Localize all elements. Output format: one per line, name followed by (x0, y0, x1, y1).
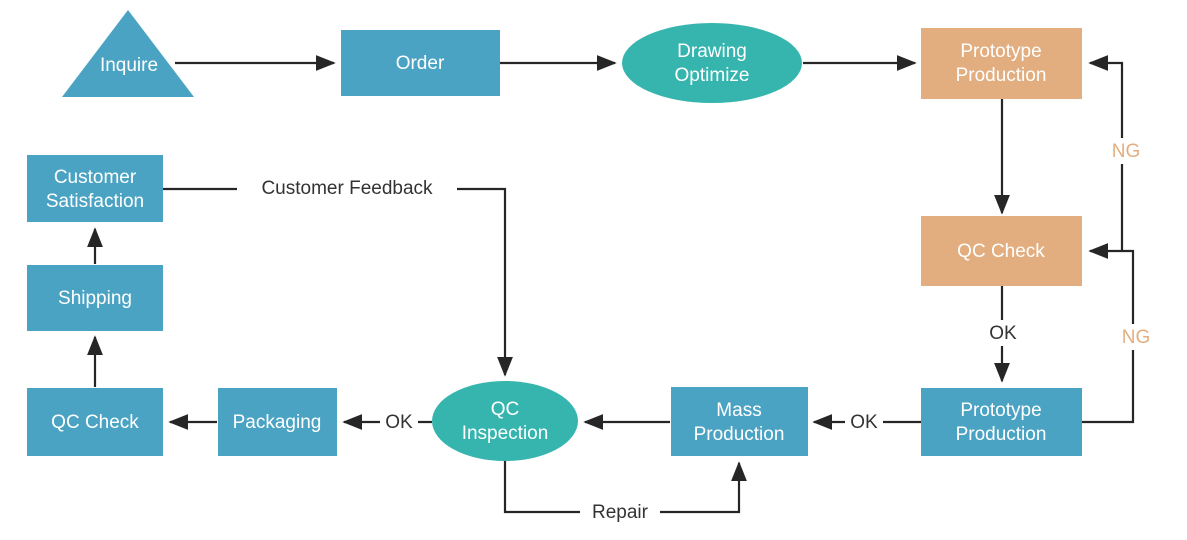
qc-check-right-rect-shape (921, 216, 1082, 286)
node-prototype-production-bottom[interactable]: Prototype Production (921, 388, 1082, 456)
edge-label-ng-top: NG (1112, 141, 1141, 162)
node-packaging[interactable]: Packaging (218, 388, 337, 456)
node-drawing-optimize[interactable]: Drawing Optimize (622, 23, 802, 103)
drawing-optimize-ellipse-shape (622, 23, 802, 103)
packaging-rect-shape (218, 388, 337, 456)
edge-label-ok-prototype-to-mass: OK (850, 412, 878, 433)
mask-ng-bottom (1118, 324, 1154, 350)
edge-label-customer-feedback: Customer Feedback (261, 178, 433, 199)
node-qc-inspection[interactable]: QC Inspection (432, 381, 578, 461)
edge-ng-qc-check-to-prototype-production-top (1088, 55, 1124, 251)
customer-satisfaction-rect-shape (27, 155, 163, 222)
node-order[interactable]: Order (341, 30, 500, 96)
edge-label-repair: Repair (592, 502, 649, 523)
node-customer-satisfaction[interactable]: Customer Satisfaction (27, 155, 163, 222)
mass-production-rect-shape (671, 387, 808, 456)
node-qc-check-right[interactable]: QC Check (921, 216, 1082, 286)
mask-ok-qc-inspection (380, 410, 418, 436)
mask-customer-feedback (237, 176, 457, 202)
order-rect-shape (341, 30, 500, 96)
mask-ng-top (1108, 138, 1144, 164)
prototype-production-top-rect-shape (921, 28, 1082, 99)
edge-label-ok-qc-inspection-to-packaging: OK (385, 412, 413, 433)
node-prototype-production-top[interactable]: Prototype Production (921, 28, 1082, 99)
qc-check-left-rect-shape (27, 388, 163, 456)
qc-inspection-ellipse-shape (432, 381, 578, 461)
node-qc-check-left[interactable]: QC Check (27, 388, 163, 456)
mask-ok-qc-check-right (985, 320, 1021, 346)
shipping-rect-shape (27, 265, 163, 331)
node-mass-production[interactable]: Mass Production (671, 387, 808, 456)
inquire-triangle-shape (62, 10, 194, 97)
mask-repair (580, 500, 660, 526)
node-shipping[interactable]: Shipping (27, 265, 163, 331)
prototype-production-bottom-rect-shape (921, 388, 1082, 456)
node-inquire[interactable]: Inquire (62, 10, 194, 97)
mask-ok-prototype-to-mass (845, 410, 883, 436)
edge-customer-feedback (163, 187, 513, 377)
edge-label-ng-bottom: NG (1122, 327, 1151, 348)
edge-label-ok-qc-check-right: OK (989, 323, 1017, 344)
